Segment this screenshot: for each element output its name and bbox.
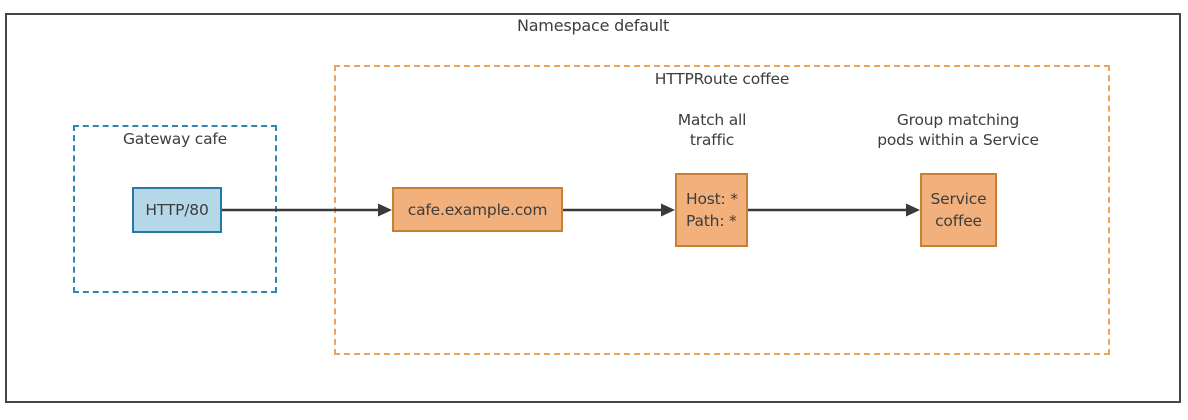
- match-annotation-line2: traffic: [689, 131, 735, 149]
- service-label-line2: coffee: [935, 212, 982, 230]
- hostname-label: cafe.example.com: [407, 200, 548, 219]
- rule-node: Host: * Path: *: [675, 173, 748, 247]
- service-label-line1: Service: [930, 190, 987, 208]
- match-annotation-line1: Match all: [677, 111, 747, 129]
- gateway-group-label: Gateway cafe: [122, 130, 227, 148]
- rule-host-label: Host: *: [686, 190, 738, 208]
- listener-label: HTTP/80: [145, 201, 209, 219]
- listener-node: HTTP/80: [132, 187, 222, 233]
- httproute-group-label: HTTPRoute coffee: [654, 70, 790, 88]
- hostname-node: cafe.example.com: [392, 187, 563, 232]
- service-node: Service coffee: [920, 173, 997, 247]
- backend-annotation-line1: Group matching: [896, 111, 1020, 129]
- rule-path-label: Path: *: [686, 212, 737, 230]
- backend-annotation-line2: pods within a Service: [877, 131, 1039, 149]
- namespace-title: Namespace default: [516, 16, 670, 35]
- match-annotation: Match all traffic: [612, 110, 812, 150]
- backend-annotation: Group matching pods within a Service: [858, 110, 1058, 150]
- namespace-frame: [5, 13, 1181, 403]
